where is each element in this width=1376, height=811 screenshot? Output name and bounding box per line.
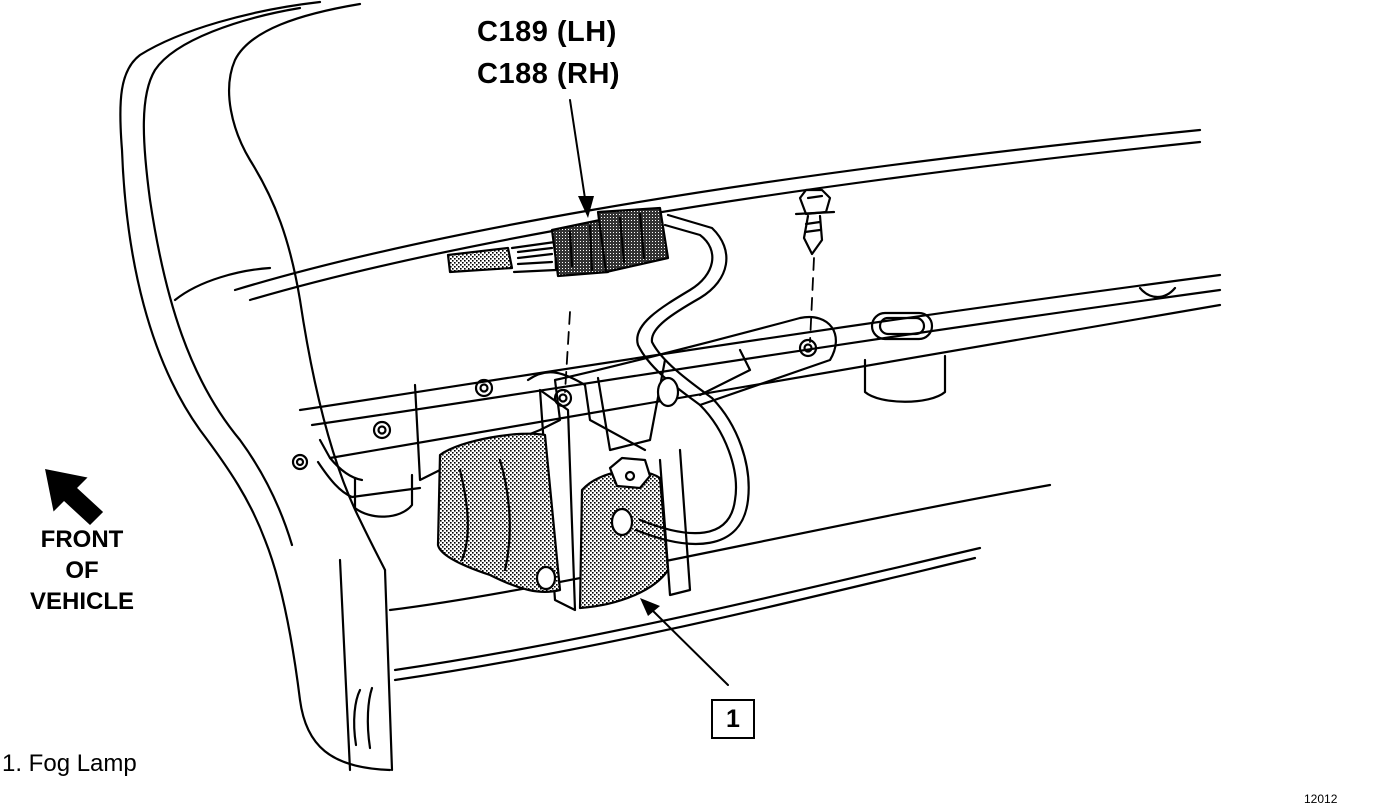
connector-label-rh: C188 (RH)	[477, 58, 621, 90]
connector-leader-arrowhead	[578, 196, 594, 218]
bolt	[794, 188, 836, 256]
mounting-holes	[291, 338, 818, 471]
callout-leader-arrowhead	[640, 598, 660, 616]
front-of-vehicle-label: FRONT OF VEHICLE	[22, 524, 142, 617]
fog-lamp-body	[436, 432, 670, 610]
fender-outline	[119, 0, 394, 772]
callout-number-box: 1	[711, 699, 755, 739]
connector-label-lh: C189 (LH)	[477, 16, 617, 48]
legend-item-fog-lamp: 1. Fog Lamp	[2, 750, 137, 777]
front-label-line2: OF	[65, 557, 99, 584]
upper-panel-lines	[173, 128, 1202, 302]
install-guide-lines	[564, 257, 815, 393]
front-label-line3: VEHICLE	[29, 588, 134, 615]
figure-code: 12012	[1304, 792, 1338, 806]
lower-bumper-lines	[388, 483, 1052, 682]
connector	[446, 206, 670, 278]
wiring-harness	[634, 213, 750, 546]
bumper-rail	[298, 273, 1222, 518]
leader-lines	[569, 99, 729, 686]
front-label-line1: FRONT	[40, 526, 124, 553]
front-direction-arrow-icon	[45, 469, 104, 526]
